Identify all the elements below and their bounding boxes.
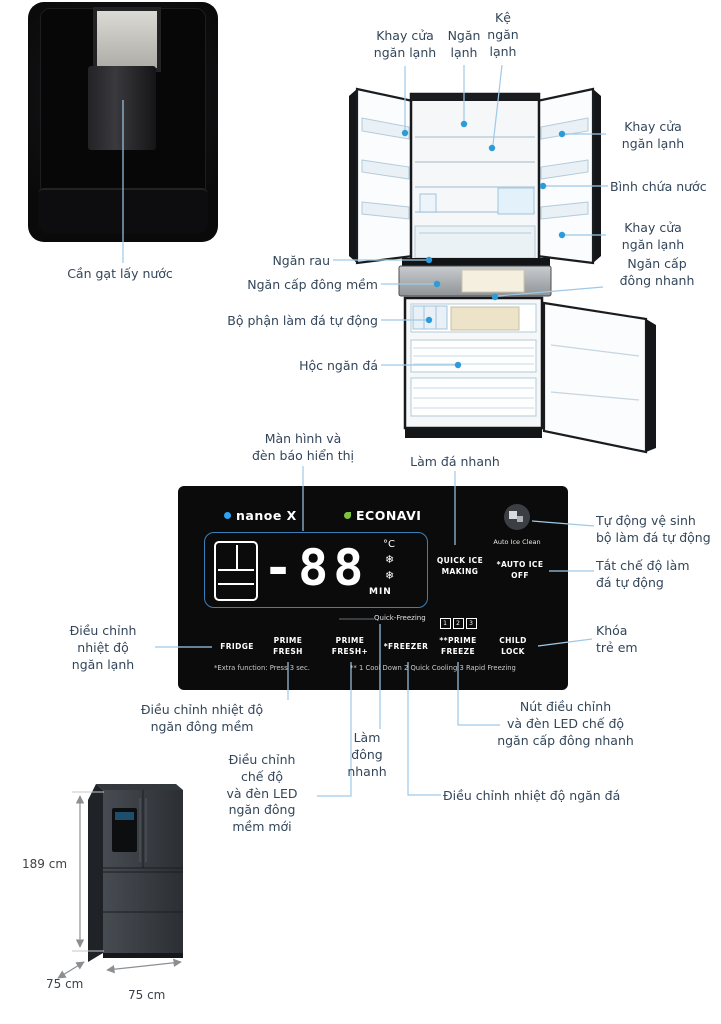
nanoe-label: nanoe X [236,508,297,523]
freezer-button: *FREEZER [383,642,429,651]
snowflake-icon: ❄ [385,569,395,582]
callout-cooler-shelf: Kệ ngăn lạnh [487,10,519,59]
fridge-display-icon [214,541,258,601]
callout-auto-ice-clean: Tự động vệ sinh bộ làm đá tự động [596,513,711,545]
auto-ice-off-button: *AUTO ICE OFF [496,560,544,580]
dispenser-pad [93,7,161,72]
prime-fresh-plus-button: PRIME FRESH+ [331,636,369,656]
mini-fridge-illustration [88,784,183,962]
callout-ice-maker: Bộ phận làm đá tự động [227,313,378,328]
callout-display: Màn hình và đèn báo hiển thị [251,431,354,463]
callout-dot [558,231,566,239]
min-label: MIN [369,587,392,597]
callout-dot [433,280,441,288]
footnote-extra-function: *Extra function: Press 3 sec. [214,664,310,672]
callout-water-tank: Bình chứa nước [610,179,707,194]
callout-dot [539,182,547,190]
fridge-button: FRIDGE [220,642,254,651]
dimension-depth: 75 cm [46,977,84,991]
footnote-modes: ** 1 Cool Down 2 Quick Cooling 3 Rapid F… [350,664,516,672]
callout-quick-freezing: Làm đông nhanh [347,730,387,779]
dispenser-photo [28,2,218,242]
callout-dot [425,316,433,324]
snowflake-icon: ❄ [385,553,395,566]
display-digits: -88 [263,539,369,597]
callout-dot [454,361,462,369]
quick-ice-making-button: QUICK ICE MAKING [436,556,484,576]
dimension-arrows [57,791,182,979]
callout-dot [460,120,468,128]
callout-child-lock: Khóa trẻ em [596,623,638,655]
callout-dot [488,144,496,152]
callout-cooler: Ngăn lạnh [447,28,481,60]
callout-fridge-temp: Điều chỉnh nhiệt độ ngăn lạnh [69,623,137,672]
temperature-display: -88 °C ❄ ❄ MIN [204,532,428,608]
callout-door-tray-left: Khay cửa ngăn lạnh [373,28,437,60]
callout-door-tray-right-top: Khay cửa ngăn lạnh [621,119,685,151]
callout-soft-freeze-temp: Điều chỉnh nhiệt độ ngăn đông mềm [140,702,264,734]
level-1-indicator: 1 [439,618,451,629]
quick-freezing-label: Quick-Freezing [374,614,426,622]
celsius-label: °C [383,539,395,550]
callout-door-tray-right-bottom: Khay cửa ngăn lạnh [621,220,685,252]
level-3-indicator: 3 [465,618,477,629]
callout-quick-ice: Làm đá nhanh [410,454,500,469]
callout-soft-freeze: Ngăn cấp đông mềm [247,277,378,292]
level-2-indicator: 2 [452,618,464,629]
callout-soft-freeze-mode: Điều chỉnh chế độ và đèn LED ngăn đông m… [226,752,298,834]
dispenser-lever [88,66,156,150]
callout-dots [401,120,566,369]
callout-quick-freeze-comp: Ngăn cấp đông nhanh [619,256,695,288]
callout-ice-drawer: Hộc ngăn đá [299,358,378,373]
callout-auto-ice-off: Tắt chế độ làm đá tự động [596,558,690,590]
callout-water-lever: Cần gạt lấy nước [67,266,173,281]
callout-dot [558,130,566,138]
econavi-logo: ECONAVI [344,508,421,523]
dimension-height: 189 cm [22,857,68,871]
dispenser-tray [38,188,208,234]
econavi-leaf-icon [344,512,351,519]
auto-ice-clean-label: Auto Ice Clean [493,538,541,546]
callout-dot [491,293,499,301]
control-panel: nanoe X ECONAVI -88 °C ❄ ❄ MIN QUICK ICE… [178,486,568,690]
callout-freezer-temp: Điều chỉnh nhiệt độ ngăn đá [443,788,621,803]
callout-prime-freeze-control: Nút điều chỉnh và đèn LED chế độ ngăn cấ… [497,699,634,748]
callout-dot [401,129,409,137]
nanoe-logo: nanoe X [224,508,296,523]
nanoe-dot-icon [224,512,231,519]
child-lock-button: CHILD LOCK [499,636,527,656]
dimension-width: 75 cm [128,988,166,1002]
callout-vegetable-drawer: Ngăn rau [272,253,330,268]
prime-freeze-button: **PRIME FREEZE [439,636,477,656]
prime-fresh-button: PRIME FRESH [273,636,303,656]
econavi-label: ECONAVI [356,508,422,523]
callout-dot [425,256,433,264]
auto-ice-clean-icon [504,504,530,530]
